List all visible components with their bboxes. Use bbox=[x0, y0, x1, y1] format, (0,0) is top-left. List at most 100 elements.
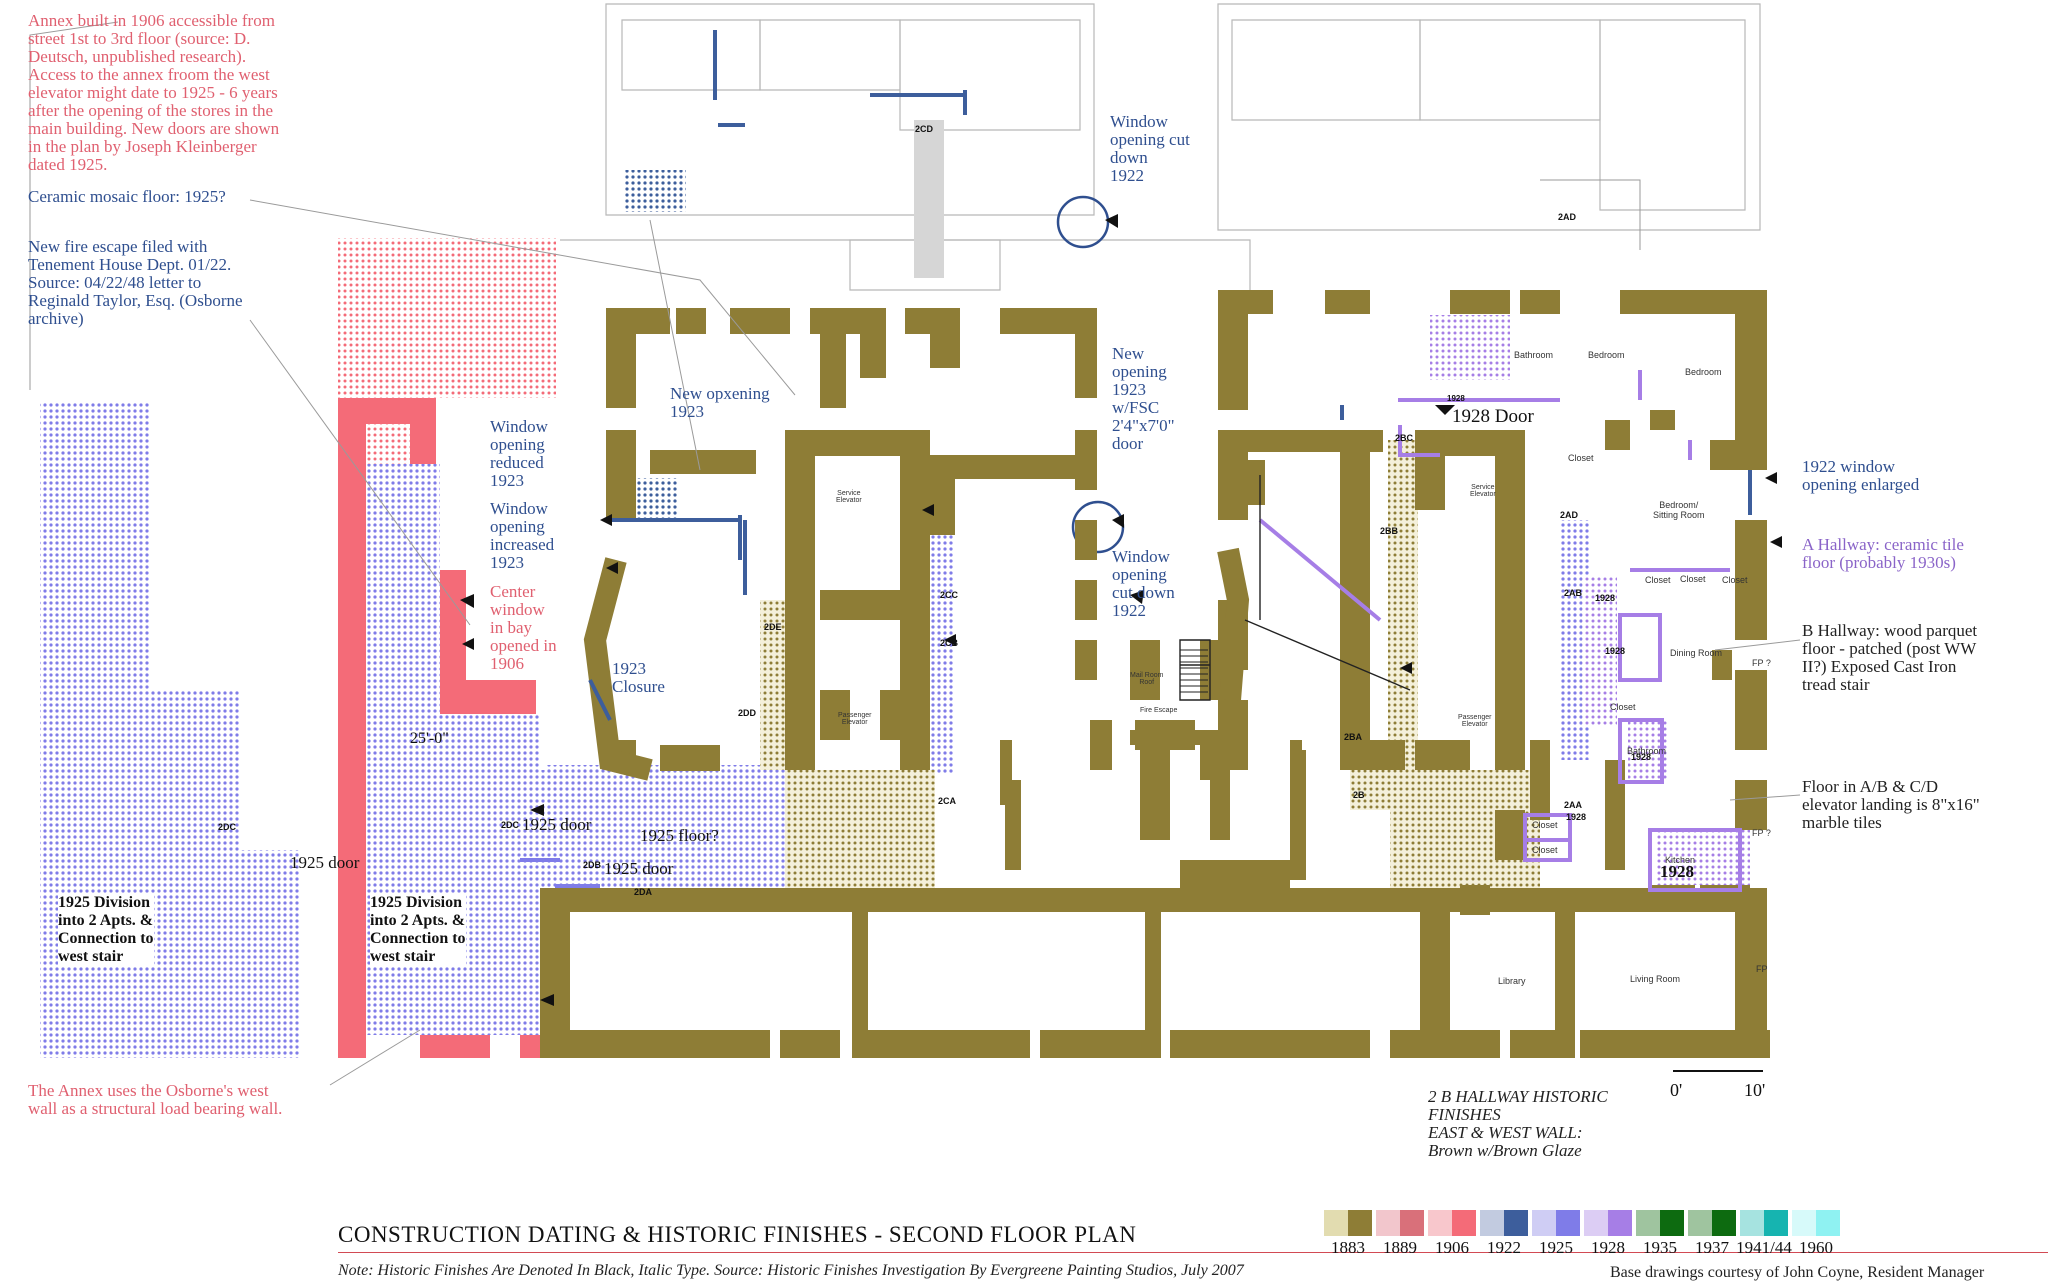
legend-item-1941-44: 1941/44 bbox=[1736, 1210, 1792, 1258]
apt-2ab: 2AB bbox=[1564, 588, 1583, 598]
legend-swatch bbox=[1792, 1210, 1840, 1236]
tag-1928-c: 1928 bbox=[1631, 752, 1652, 762]
apt-2ad: 2AD bbox=[1560, 510, 1579, 520]
legend-swatch bbox=[1740, 1210, 1788, 1236]
plan-credit: Base drawings courtesy of John Coyne, Re… bbox=[1610, 1264, 1985, 1281]
legend-year: 1883 bbox=[1331, 1238, 1365, 1257]
apt-2cd: 2CD bbox=[915, 124, 934, 134]
ceramic-mosaic-annex bbox=[338, 238, 556, 398]
title-rule bbox=[338, 1252, 2048, 1253]
legend-item-1889: 1889 bbox=[1374, 1210, 1426, 1258]
historic-finishes-note: 2 B HALLWAY HISTORIC FINISHES EAST & WES… bbox=[1428, 1087, 1608, 1160]
apt-2bc: 2BC bbox=[1395, 433, 1414, 443]
label-dim-25: 25'-0" bbox=[410, 730, 449, 747]
legend-swatch bbox=[1584, 1210, 1632, 1236]
legend-year: 1889 bbox=[1383, 1238, 1417, 1257]
upper-stair bbox=[914, 120, 944, 278]
legend-year: 1937 bbox=[1695, 1238, 1729, 1257]
note-window-reduced: Window opening reduced 1923 bbox=[490, 417, 548, 490]
legend-item-1883: 1883 bbox=[1322, 1210, 1374, 1258]
legend-item-1906: 1906 bbox=[1426, 1210, 1478, 1258]
label-1925-door-a: 1925 door bbox=[290, 853, 360, 872]
tag-1928-a: 1928 bbox=[1595, 593, 1616, 603]
note-b-hallway: B Hallway: wood parquet floor - patched … bbox=[1802, 621, 1978, 694]
note-annex-wall: The Annex uses the Osborne's west wall a… bbox=[28, 1081, 283, 1118]
apt-2ca: 2CA bbox=[938, 796, 957, 806]
mail-room-roof: Mail Room Roof bbox=[1130, 672, 1164, 686]
apt-2cb: 2CB bbox=[940, 638, 959, 648]
note-window-cut-mid: Window opening cut down 1922 bbox=[1112, 547, 1175, 620]
note-division-left: 1925 Division into 2 Apts. & Connection … bbox=[58, 894, 154, 966]
apt-2cc: 2CC bbox=[940, 590, 959, 600]
room-closet-5: Closet bbox=[1610, 702, 1636, 712]
apt-2ad-top: 2AD bbox=[1558, 212, 1577, 222]
fire-escape-label: Fire Escape bbox=[1140, 707, 1178, 714]
note-window-cut-top: Window opening cut down 1922 bbox=[1110, 112, 1190, 185]
legend-year: 1906 bbox=[1435, 1238, 1469, 1257]
annex-wall-1906 bbox=[338, 398, 366, 1058]
service-elevator-2: Service Elevator bbox=[1470, 484, 1496, 498]
apt-2dc-left: 2DC bbox=[218, 822, 237, 832]
tag-1928-b: 1928 bbox=[1605, 646, 1626, 656]
note-a-hallway: A Hallway: ceramic tile floor (probably … bbox=[1802, 535, 1964, 572]
legend-year: 1922 bbox=[1487, 1238, 1521, 1257]
room-bathroom-top: Bathroom bbox=[1514, 350, 1554, 360]
legend-swatch bbox=[1324, 1210, 1372, 1236]
apt-2da: 2DA bbox=[634, 887, 653, 897]
apt-2b: 2B bbox=[1353, 790, 1365, 800]
room-kitchen: Kitchen bbox=[1665, 855, 1696, 865]
legend-swatch bbox=[1636, 1210, 1684, 1236]
room-closet-4: Closet bbox=[1722, 575, 1748, 585]
apt-2de: 2DE bbox=[764, 622, 782, 632]
leader-lines bbox=[29, 21, 1801, 1086]
room-library: Library bbox=[1498, 976, 1526, 986]
legend-item-1925: 1925 bbox=[1530, 1210, 1582, 1258]
note-ceramic-mosaic: Ceramic mosaic floor: 1925? bbox=[28, 187, 226, 206]
room-closet-3: Closet bbox=[1680, 574, 1706, 584]
label-1925-door-c: 1925 door bbox=[604, 859, 674, 878]
note-new-opxening: New opxening 1923 bbox=[670, 384, 770, 421]
room-closet-2: Closet bbox=[1645, 575, 1671, 585]
room-closet-6: Closet bbox=[1532, 820, 1558, 830]
note-closure: 1923 Closure bbox=[612, 659, 665, 696]
fp-1: FP ? bbox=[1752, 658, 1771, 668]
label-1925-floor: 1925 floor? bbox=[640, 826, 719, 845]
scale-ten: 10' bbox=[1744, 1080, 1766, 1100]
room-closet-1: Closet bbox=[1568, 453, 1594, 463]
legend-year: 1935 bbox=[1643, 1238, 1677, 1257]
passenger-elevator-1: Passenger Elevator bbox=[838, 712, 872, 726]
scale-bar bbox=[1673, 1070, 1763, 1072]
apt-2bb: 2BB bbox=[1380, 526, 1399, 536]
legend-swatch bbox=[1532, 1210, 1580, 1236]
label-kitchen-1928: 1928 bbox=[1660, 862, 1694, 881]
legend-year: 1941/44 bbox=[1736, 1238, 1792, 1257]
label-1928-door: 1928 Door bbox=[1452, 406, 1534, 427]
room-bedroom-sitting: Bedroom/ Sitting Room bbox=[1653, 500, 1705, 520]
label-1925-door-b: 1925 door bbox=[522, 815, 592, 834]
note-window-1922: 1922 window opening enlarged bbox=[1802, 457, 1920, 494]
service-elevator-1: Service Elevator bbox=[836, 490, 862, 504]
apt-2db: 2DB bbox=[583, 860, 602, 870]
upper-plan-outline bbox=[560, 3, 1761, 291]
room-dining: Dining Room bbox=[1670, 648, 1723, 658]
fp-3: FP bbox=[1756, 964, 1768, 974]
note-new-opening-fsc: New opening 1923 w/FSC 2'4"x7'0" door bbox=[1112, 344, 1175, 453]
room-living: Living Room bbox=[1630, 974, 1681, 984]
fp-2: FP ? bbox=[1752, 828, 1771, 838]
legend-year: 1925 bbox=[1539, 1238, 1573, 1257]
legend-item-1928: 1928 bbox=[1582, 1210, 1634, 1258]
legend-swatch bbox=[1688, 1210, 1736, 1236]
note-division-mid: 1925 Division into 2 Apts. & Connection … bbox=[370, 894, 466, 966]
legend-swatch bbox=[1376, 1210, 1424, 1236]
note-window-increased: Window opening increased 1923 bbox=[490, 499, 555, 572]
legend-item-1960: 1960 bbox=[1790, 1210, 1842, 1258]
tag-1928-e: 1928 bbox=[1447, 394, 1465, 403]
legend-item-1935: 1935 bbox=[1634, 1210, 1686, 1258]
plan-footnote: Note: Historic Finishes Are Denoted In B… bbox=[338, 1262, 1244, 1279]
tag-1928-d: 1928 bbox=[1566, 812, 1587, 822]
note-fire-escape: New fire escape filed with Tenement Hous… bbox=[28, 237, 243, 328]
legend-swatch bbox=[1428, 1210, 1476, 1236]
walls-1883 bbox=[540, 290, 1770, 1058]
